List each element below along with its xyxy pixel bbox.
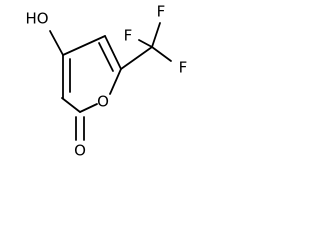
- fluorine-top-label: F: [157, 3, 166, 21]
- bond-o1-c2: [79, 103, 98, 113]
- bond-cf3-f-left: [138, 39, 153, 48]
- fluorine-right-label: F: [179, 59, 188, 77]
- ring-oxygen-label: O: [97, 93, 109, 111]
- bond-c4-c5: [62, 35, 106, 56]
- bond-c6-cf3: [120, 46, 153, 70]
- bond-c6-o1: [109, 68, 122, 95]
- bond-cf3-f-top: [151, 22, 161, 48]
- bond-cf3-f-right: [151, 46, 172, 62]
- bond-c5-c6: [104, 35, 122, 70]
- bond-c4-oh: [49, 30, 64, 56]
- carbonyl-oxygen-label: O: [74, 142, 86, 160]
- hydroxyl-label: HO: [25, 10, 48, 28]
- bond-c5-c6-double: [98, 42, 114, 72]
- chemical-structure-diagram: HO O O F F F: [25, 3, 188, 160]
- fluorine-left-label: F: [124, 27, 133, 45]
- bond-c2-c3: [61, 97, 81, 113]
